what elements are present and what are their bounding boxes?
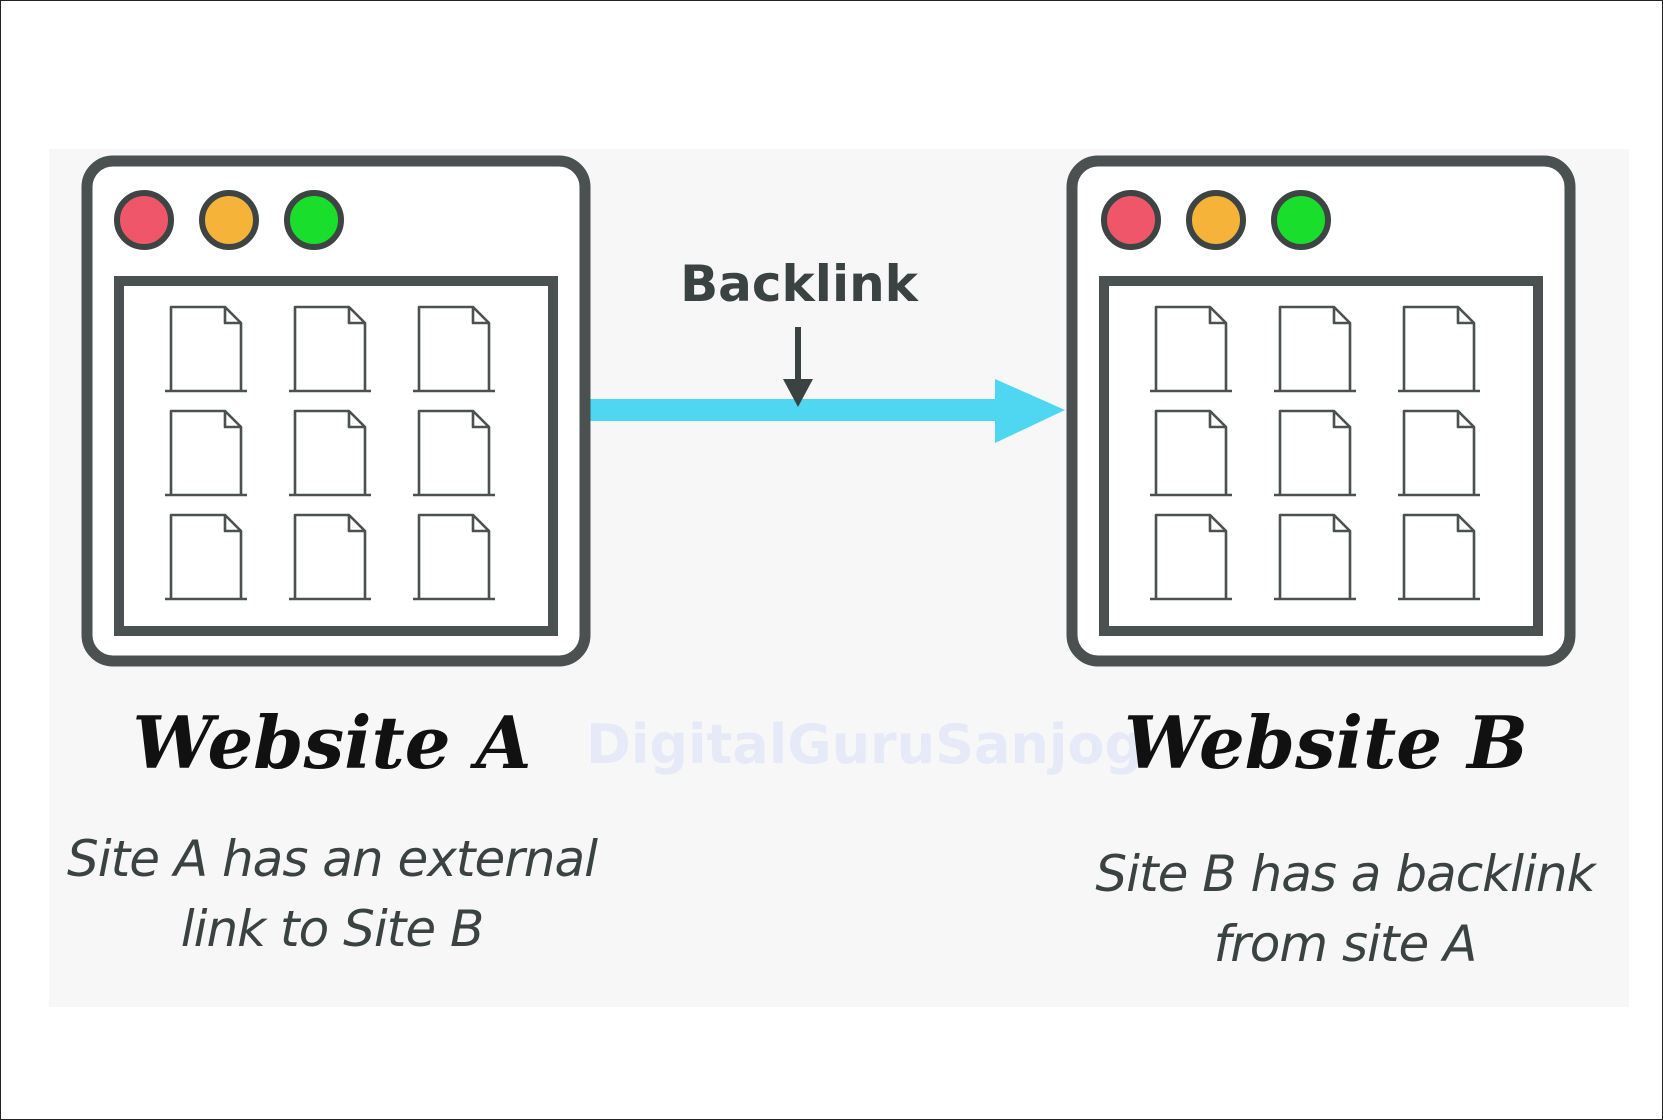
website-a-page-fold [471,307,489,325]
website-b-page-fold [1332,307,1350,325]
website-b-page-fold [1456,307,1474,325]
website-b-page-fold [1332,515,1350,533]
website-a-caption-line-1: Site A has an external [67,830,598,888]
website-b-green-light [1271,190,1331,250]
website-a-content-area [114,276,558,636]
website-b-title: Website B [1124,700,1528,785]
website-b-page-icon [1274,305,1356,393]
backlink-pointer-head [783,379,813,407]
website-a-page-icon [413,305,495,393]
website-b-content-area [1099,276,1543,636]
website-a-page-fold [223,515,241,533]
website-b-page-grid [1150,305,1480,601]
website-a-page-fold [223,411,241,429]
website-a-page-icon [289,305,371,393]
website-b-caption-line-1: Site B has a backlink [1095,845,1597,903]
website-a-page-icon [165,305,247,393]
website-a-caption-line-2: link to Site B [181,900,484,958]
website-b-page-icon [1150,409,1232,497]
website-b-page-fold [1208,515,1226,533]
website-b-page-fold [1332,411,1350,429]
website-b-page-fold [1456,411,1474,429]
link-arrow-shaft [587,399,997,421]
website-b-page-fold [1208,411,1226,429]
website-b-page-fold [1208,307,1226,325]
website-b-page-icon [1398,305,1480,393]
website-a-page-icon [289,409,371,497]
website-a-page-fold [347,307,365,325]
website-a-page-fold [347,411,365,429]
website-a-title: Website A [132,700,531,785]
backlink-pointer [783,327,813,407]
website-a-green-light [284,190,344,250]
website-a-red-light [114,190,174,250]
website-b-page-icon [1274,513,1356,601]
website-a-page-fold [471,515,489,533]
website-a-page-icon [165,409,247,497]
website-b-page-icon [1398,409,1480,497]
website-a-page-fold [347,515,365,533]
backlink-label: Backlink [680,255,920,313]
website-a-page-icon [413,513,495,601]
website-a [81,155,591,667]
link-arrow-head [995,379,1065,443]
website-a-page-fold [471,411,489,429]
website-b-red-light [1101,190,1161,250]
website-a-page-icon [413,409,495,497]
website-b-caption-line-2: from site A [1214,915,1477,973]
website-a-yellow-light [199,190,259,250]
website-a-page-icon [289,513,371,601]
website-b-page-fold [1456,515,1474,533]
link-arrow [587,379,1065,443]
website-b-page-icon [1398,513,1480,601]
website-b [1066,155,1576,667]
website-b-page-icon [1274,409,1356,497]
website-a-page-fold [223,307,241,325]
website-b-page-icon [1150,305,1232,393]
website-b-yellow-light [1186,190,1246,250]
watermark-text: DigitalGuruSanjog [586,713,1143,776]
website-b-page-icon [1150,513,1232,601]
website-a-page-grid [165,305,495,601]
website-a-page-icon [165,513,247,601]
